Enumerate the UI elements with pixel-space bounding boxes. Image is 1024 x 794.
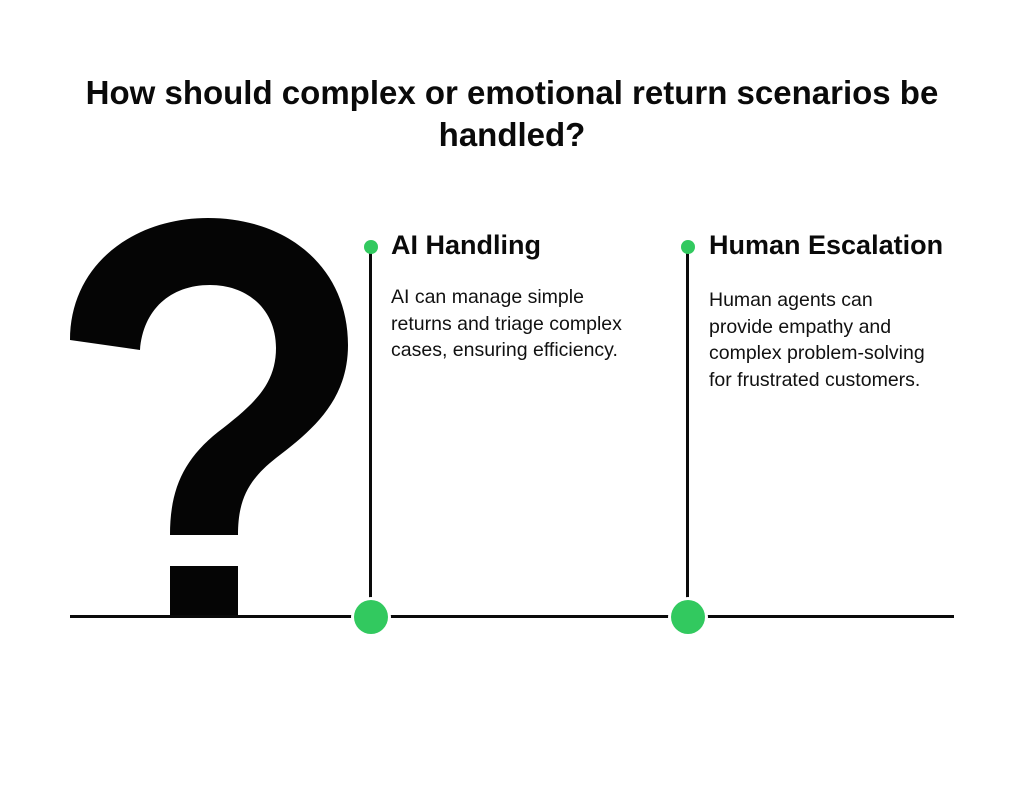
option-1-timeline-node (354, 600, 388, 634)
question-mark-icon (70, 218, 348, 616)
option-1-connector (369, 246, 372, 616)
option-1-title: AI Handling (391, 230, 541, 260)
diagram-title: How should complex or emotional return s… (85, 74, 939, 153)
option-2-connector (686, 246, 689, 616)
timeline-baseline (70, 615, 954, 618)
option-2-marker-dot (681, 240, 695, 254)
option-2-timeline-node (671, 600, 705, 634)
option-2-description: Human agents can provide empathy and com… (709, 289, 925, 391)
option-1-marker-dot (364, 240, 378, 254)
option-2-title: Human Escalation (709, 230, 944, 260)
option-1-description: AI can manage simple returns and triage … (391, 286, 622, 361)
